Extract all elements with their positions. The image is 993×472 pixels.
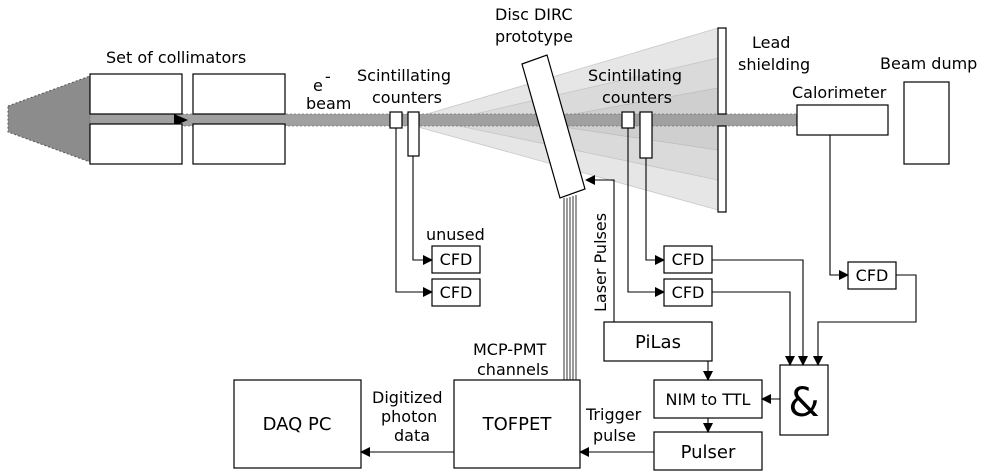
daq-pc-box: DAQ PC	[233, 379, 362, 469]
svg-text:CFD: CFD	[856, 266, 889, 285]
scint-right-label-1: Scintillating	[588, 66, 682, 85]
trigger-label-1: Trigger	[585, 405, 642, 424]
wire-scint-right-1-to-cfd-2	[627, 128, 665, 297]
wire-scint-left-2-to-cfd-unused	[412, 156, 433, 265]
mcp-label-1: MCP-PMT	[473, 340, 547, 359]
digitized-label-1: Digitized	[372, 388, 442, 407]
electron-charge: -	[325, 67, 331, 86]
lead-label-2: shielding	[738, 55, 810, 74]
trigger-label-2: pulse	[593, 426, 636, 445]
cfd-right-1-box: CFD	[663, 245, 713, 274]
svg-text:CFD: CFD	[440, 283, 473, 302]
lead-shielding-top	[717, 27, 727, 115]
calorimeter	[796, 104, 889, 136]
disc-dirc-label-2: prototype	[495, 27, 573, 46]
lead-shielding-bottom	[717, 125, 727, 213]
svg-text:&: &	[788, 380, 819, 426]
mcp-pmt-channel-lines	[563, 195, 577, 380]
scint-counter-left-2	[407, 111, 420, 157]
laser-pulses-label: Laser Pulses	[591, 213, 610, 312]
electron-symbol: e	[313, 76, 323, 95]
nim-to-ttl-box: NIM to TTL	[653, 379, 763, 419]
and-gate-box: &	[779, 364, 829, 436]
cfd-right-2-box: CFD	[663, 278, 713, 307]
collimators-label: Set of collimators	[106, 48, 246, 67]
lead-label-1: Lead	[752, 33, 790, 52]
svg-text:CFD: CFD	[672, 283, 705, 302]
wire-calorimeter-to-cfd	[829, 135, 849, 280]
cfd-calorimeter-box: CFD	[847, 261, 897, 290]
mcp-label-2: channels	[477, 360, 549, 379]
scint-counter-right-1	[621, 111, 635, 129]
collimators	[89, 73, 286, 165]
wire-cfd-cal-to-and	[813, 274, 917, 366]
tofpet-box: TOFPET	[453, 379, 581, 469]
svg-text:TOFPET: TOFPET	[482, 414, 553, 435]
wire-cfd-1-to-and	[712, 259, 808, 366]
scint-counter-right-2	[639, 111, 653, 159]
beam-label: beam	[306, 94, 351, 113]
wire-scint-right-2-to-cfd-1	[645, 158, 665, 265]
digitized-label-3: data	[394, 426, 430, 445]
svg-text:Pulser: Pulser	[681, 442, 736, 463]
cfd-left-box: CFD	[431, 278, 481, 307]
beam-dump	[903, 81, 950, 165]
svg-text:PiLas: PiLas	[635, 332, 681, 353]
beam-dump-label: Beam dump	[880, 54, 977, 73]
scint-counter-left-1	[389, 111, 403, 129]
svg-text:CFD: CFD	[672, 250, 705, 269]
scint-left-label-2: counters	[372, 88, 442, 107]
disc-dirc-label-1: Disc DIRC	[495, 5, 573, 24]
disc-dirc-prototype	[521, 54, 586, 199]
svg-text:CFD: CFD	[440, 250, 473, 269]
cfd-unused-box: CFD	[431, 245, 481, 274]
wire-cfd-2-to-and	[712, 291, 795, 366]
wire-pilas-to-disc	[585, 175, 615, 322]
svg-text:DAQ PC: DAQ PC	[263, 414, 332, 435]
svg-text:NIM to TTL: NIM to TTL	[666, 390, 751, 409]
wire-scint-left-1-to-cfd-left	[395, 128, 433, 297]
scint-right-label-2: counters	[602, 88, 672, 107]
pulser-box: Pulser	[653, 431, 763, 471]
unused-label: unused	[426, 225, 485, 244]
scint-left-label-1: Scintillating	[357, 66, 451, 85]
digitized-label-2: photon	[381, 407, 437, 426]
pilas-box: PiLas	[603, 321, 713, 362]
calorimeter-label: Calorimeter	[792, 83, 887, 102]
